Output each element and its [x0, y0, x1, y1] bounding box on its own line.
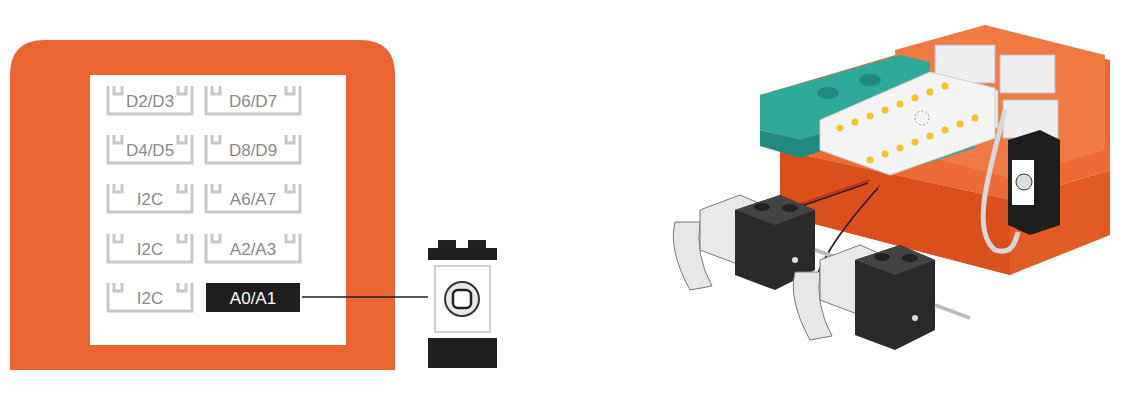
port-outline	[108, 135, 192, 163]
port-label: A6/A7	[230, 190, 276, 210]
port-label: A0/A1	[230, 289, 276, 309]
port-outline	[108, 283, 192, 311]
port-label: D6/D7	[229, 92, 277, 112]
knob-module	[428, 240, 497, 368]
port-panel	[90, 75, 346, 345]
port-outline	[206, 234, 300, 262]
port-outlines	[108, 86, 300, 311]
port-label: I2C	[137, 240, 163, 260]
port-label: I2C	[137, 190, 163, 210]
servo-2	[793, 245, 970, 350]
port-label: D4/D5	[126, 141, 174, 161]
port-outline	[108, 234, 192, 262]
port-label: A2/A3	[230, 240, 276, 260]
port-label: I2C	[137, 289, 163, 309]
port-outline	[108, 86, 192, 114]
leader-line	[302, 296, 430, 298]
highlight-port	[206, 283, 300, 312]
port-outline	[206, 184, 300, 212]
port-label: D2/D3	[126, 92, 174, 112]
orange-panel	[10, 40, 395, 370]
port-label: D8/D9	[229, 141, 277, 161]
port-outline	[206, 86, 300, 114]
port-outline	[108, 184, 192, 212]
port-outline	[206, 135, 300, 163]
